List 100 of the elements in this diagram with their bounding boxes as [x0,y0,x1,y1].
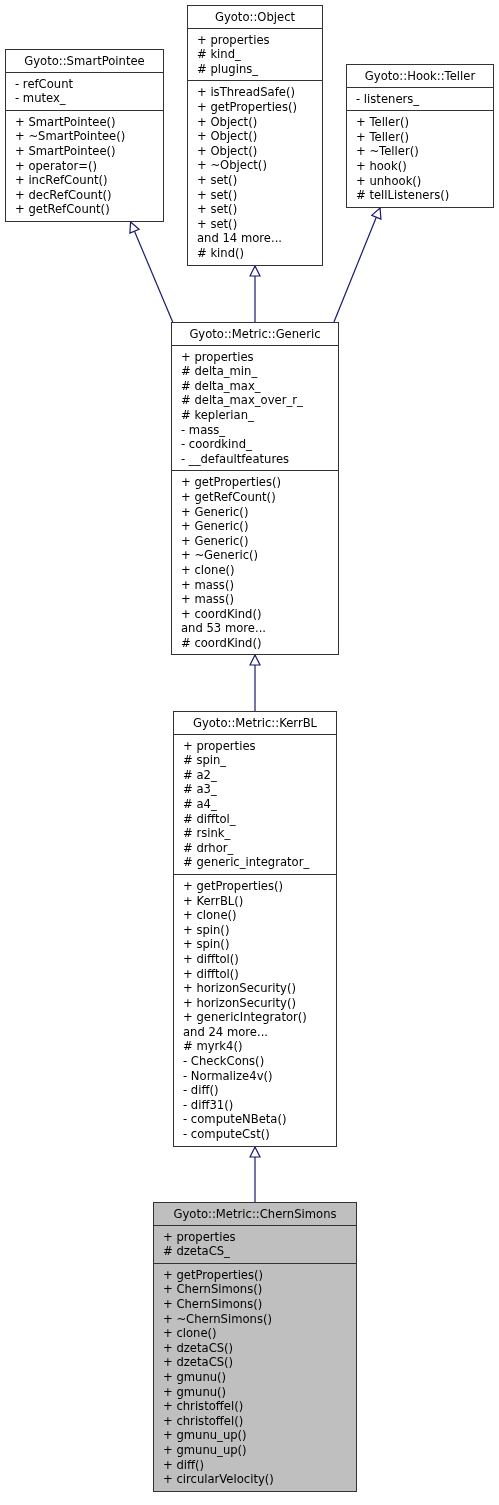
method-text: and 14 more... [197,231,283,246]
class-box [173,711,337,1147]
method-text: + ChernSimons() [163,1282,263,1297]
method-text: + horizonSecurity() [183,995,296,1011]
method-text: + ~Generic() [181,548,259,563]
attribute-text: + properties [197,32,270,48]
method-text: + clone() [183,908,237,923]
method-text: + set() [197,187,238,203]
attribute-text: # spin_ [183,753,227,768]
attribute-text: # generic_integrator_ [183,855,310,870]
attribute-text: + properties [181,349,254,365]
attribute-text: - coordkind_ [181,437,252,452]
method-text: + gmunu() [163,1369,227,1385]
class-box [5,49,164,222]
method-text: + Object() [197,143,258,159]
method-text: + set() [197,172,238,188]
attribute-text: # a2_ [183,767,217,783]
attribute-text: # a3_ [183,782,217,797]
class-name: Gyoto::Metric::Generic [189,327,321,342]
attribute-text: - mutex_ [15,91,66,106]
method-text: + hook() [356,158,407,174]
method-text: - Normalize4v() [183,1068,273,1084]
attribute-text: - mass_ [181,422,226,438]
method-text: + operator=() [15,158,98,174]
method-text: - diff() [183,1083,219,1098]
method-text: + set() [197,202,238,217]
attribute-text: # kind_ [197,47,241,62]
method-text: + isThreadSafe() [197,85,295,100]
method-text: # tellListeners() [356,188,450,203]
class-box [187,5,323,266]
method-text: + unhook() [356,173,422,189]
method-text: + diff() [163,1457,204,1473]
attribute-text: # delta_min_ [181,364,258,379]
method-text: + horizonSecurity() [183,981,296,996]
method-text: + coordKind() [181,606,262,622]
attribute-text: # rsink_ [183,826,231,841]
method-text: + KerrBL() [183,893,244,909]
method-text: + Generic() [181,519,249,534]
method-text: + difftol() [183,966,239,982]
method-text: + ChernSimons() [163,1296,263,1312]
inheritance-arrow [333,207,382,323]
method-text: + ~ChernSimons() [163,1311,272,1327]
method-text: + spin() [183,937,230,952]
inheritance-arrow [249,265,261,323]
method-text: - CheckCons() [183,1054,265,1069]
method-text: + Generic() [181,533,249,549]
method-text: + getProperties() [197,99,298,115]
inheritance-arrow [129,221,174,323]
method-text: + genericIntegrator() [183,1010,307,1025]
method-text: + mass() [181,577,234,593]
method-text: + Generic() [181,504,249,520]
method-text: + Object() [197,114,258,130]
method-text: + Object() [197,129,258,144]
method-text: + gmunu_up() [163,1428,247,1443]
inheritance-arrow [249,654,261,712]
attribute-text: + properties [183,738,256,754]
method-text: + set() [197,216,238,232]
method-text: + ~Teller() [356,144,419,159]
attribute-text: # delta_max_over_r_ [181,393,303,408]
method-text: + getRefCount() [15,202,110,217]
method-text: + clone() [163,1326,217,1341]
method-text: and 53 more... [181,621,267,636]
method-text: and 24 more... [183,1024,269,1040]
attribute-text: - listeners_ [356,91,420,107]
method-text: + decRefCount() [15,187,112,203]
method-text: + dzetaCS() [163,1355,234,1370]
attribute-text: # difftol_ [183,811,236,827]
method-text: + getProperties() [163,1267,264,1283]
method-text: + difftol() [183,951,239,967]
attribute-text: # a4_ [183,796,217,812]
method-text: + mass() [181,592,234,607]
method-text: + getRefCount() [181,489,276,505]
class-name: Gyoto::Object [214,10,296,25]
method-text: + getProperties() [181,475,282,490]
method-text: - computeNBeta() [183,1112,287,1128]
attribute-text: - __defaultfeatures [181,451,290,467]
method-text: + SmartPointee() [15,143,116,159]
inheritance-arrow [249,1146,261,1203]
method-text: + getProperties() [183,878,284,894]
method-text: - computeCst() [183,1127,270,1142]
method-text: + clone() [181,562,235,578]
class-name: Gyoto::SmartPointee [24,54,145,69]
class-box [153,1202,357,1492]
method-text: + ~Object() [197,158,267,173]
class-name: Gyoto::Metric::KerrBL [192,716,318,731]
method-text: + gmunu_up() [163,1442,247,1458]
attribute-text: # plugins_ [197,61,259,77]
attribute-text: # delta_max_ [181,378,261,394]
class-name: Gyoto::Hook::Teller [364,69,476,84]
attribute-text: # drhor_ [183,840,234,856]
method-text: + ~SmartPointee() [15,129,126,144]
attribute-text: + properties [163,1229,236,1245]
class-name: Gyoto::Metric::ChernSimons [173,1207,337,1222]
method-text: + christoffel() [163,1399,244,1414]
method-text: # myrk4() [183,1039,243,1055]
method-text: + SmartPointee() [15,114,116,130]
method-text: + Teller() [356,115,410,130]
class-box [171,322,339,656]
attribute-text: # keplerian_ [181,407,254,423]
attribute-text: - refCount [15,76,74,92]
